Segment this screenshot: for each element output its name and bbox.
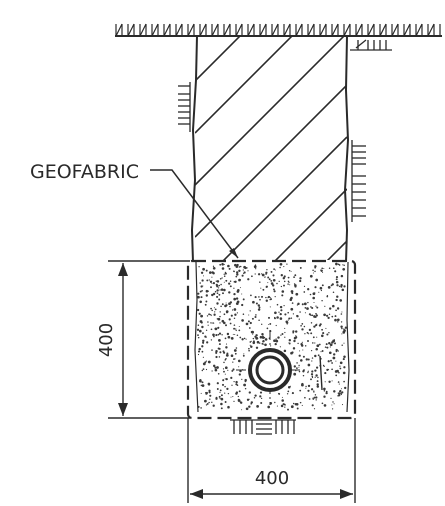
- backfill-hatching: [195, 36, 347, 260]
- geofabric-leader: [150, 169, 239, 259]
- width-dimension: [187, 418, 356, 503]
- ground-symbol-right-top: [350, 39, 392, 51]
- ground-symbol-right-mid: [351, 140, 366, 222]
- width-dimension-label: 400: [255, 468, 289, 489]
- geofabric-callout: GEOFABRIC: [30, 161, 239, 259]
- geofabric-label: GEOFABRIC: [30, 161, 139, 183]
- ground-surface: [115, 23, 442, 37]
- geofabric-arrowhead: [229, 248, 238, 258]
- height-dimension: [108, 260, 190, 419]
- trench-walls: [190, 35, 350, 263]
- ground-symbol-bottom: [230, 419, 296, 435]
- gravel-filter-zone: [194, 261, 350, 413]
- ground-symbol-left-upper: [178, 82, 191, 132]
- height-dimension-label: 400: [96, 323, 117, 357]
- perforated-pipe: [236, 330, 323, 405]
